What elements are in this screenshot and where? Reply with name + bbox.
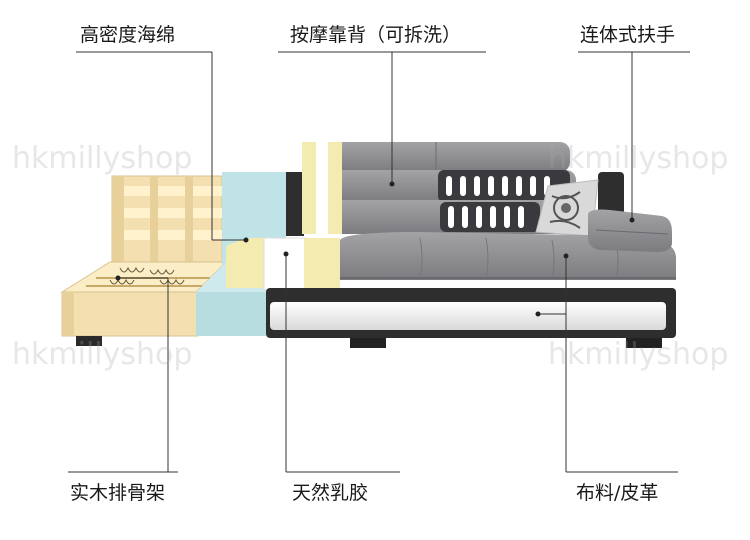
watermark-top-right: hkmillyshop (548, 141, 729, 176)
watermark-top-left: hkmillyshop (12, 141, 193, 176)
armrest (588, 209, 672, 252)
label-fabric-leather: 布料/皮革 (576, 482, 659, 504)
throw-pillow (535, 179, 599, 237)
label-solid-wood-slats: 实木排骨架 (70, 482, 166, 504)
watermark-mid-right: hkmillyshop (548, 337, 729, 372)
watermark-mid-left: hkmillyshop (12, 337, 193, 372)
backrest-cushions (302, 142, 580, 234)
label-natural-latex: 天然乳胶 (292, 482, 369, 504)
latex-layer (226, 237, 340, 291)
label-high-density-sponge: 高密度海绵 (80, 24, 176, 46)
callout-dots (115, 181, 635, 317)
sofa-base (266, 172, 676, 348)
label-integrated-armrest: 连体式扶手 (580, 24, 676, 46)
label-massage-backrest: 按摩靠背（可拆洗） (290, 24, 462, 46)
callout-lines (68, 51, 690, 473)
wood-slat-back (111, 175, 223, 267)
